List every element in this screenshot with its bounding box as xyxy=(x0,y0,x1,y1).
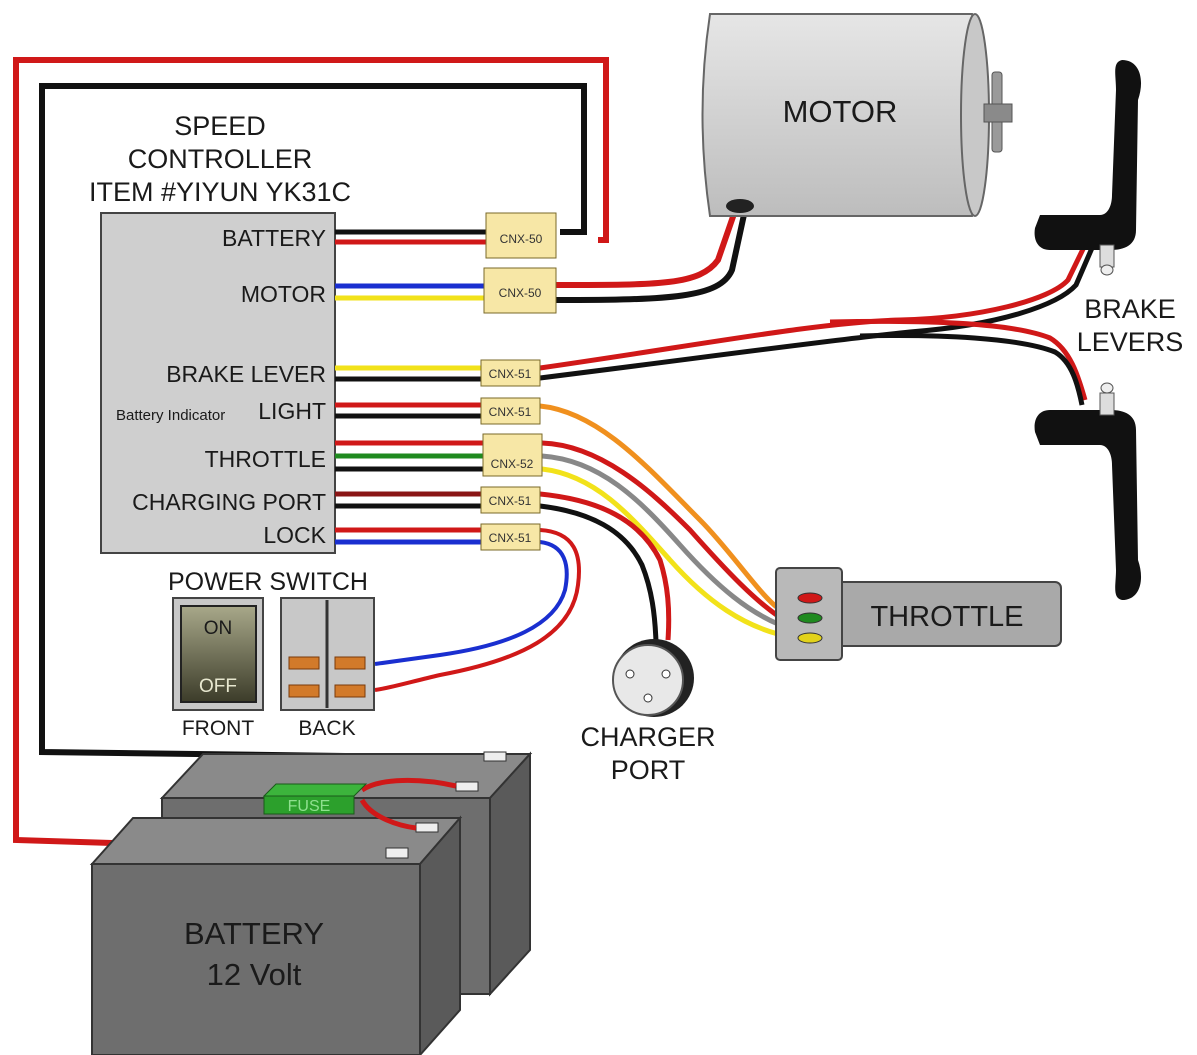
motor: MOTOR xyxy=(701,13,1013,217)
terminal-3 xyxy=(288,684,320,698)
fuse-label: FUSE xyxy=(288,798,331,815)
label-light: LIGHT xyxy=(258,398,326,424)
connector-battery: CNX-50 xyxy=(485,212,557,259)
brake-lever-lower xyxy=(1034,382,1142,600)
brake-black-lead-lower xyxy=(859,333,1085,406)
controller-title: SPEED CONTROLLER ITEM #YIYUN YK31C xyxy=(89,111,351,207)
lock-red-lead xyxy=(374,528,581,692)
label-battery: BATTERY xyxy=(222,225,326,251)
label-motor: MOTOR xyxy=(241,281,326,307)
connector-lock-label: CNX-51 xyxy=(489,531,532,545)
label-charging-port: CHARGING PORT xyxy=(132,489,326,515)
power-switch: POWER SWITCH ON OFF FRONT BACK xyxy=(168,568,375,740)
fuse: FUSE xyxy=(262,783,368,815)
charger-pin-3 xyxy=(643,693,653,703)
connector-motor-label: CNX-50 xyxy=(499,286,542,300)
indicator-green-icon xyxy=(797,612,823,624)
connector-charging-port: CNX-51 xyxy=(480,486,541,514)
fuse-red-wire-2 xyxy=(359,798,417,831)
light-orange-lead xyxy=(539,403,780,611)
terminal-1 xyxy=(288,656,320,670)
controller-title-line3: ITEM #YIYUN YK31C xyxy=(89,177,351,207)
motor-label: MOTOR xyxy=(783,94,898,129)
charger-pin-1 xyxy=(625,669,635,679)
connector-brake-lever-label: CNX-51 xyxy=(489,367,532,381)
brake-lever-upper xyxy=(1034,60,1142,276)
indicator-yellow-icon xyxy=(797,632,823,644)
motor-red-lead xyxy=(555,207,739,288)
charger-port: CHARGER PORT xyxy=(580,639,716,785)
label-lock: LOCK xyxy=(263,522,326,548)
connector-light: CNX-51 xyxy=(480,397,541,425)
charger-red-lead xyxy=(539,491,672,641)
connector-light-label: CNX-51 xyxy=(489,405,532,419)
label-battery-indicator: Battery Indicator xyxy=(116,407,225,424)
connector-throttle-label: CNX-52 xyxy=(491,457,534,471)
connector-lock: CNX-51 xyxy=(480,523,541,551)
brake-red-lead-lower xyxy=(829,318,1088,401)
black-battery-wire xyxy=(39,83,587,761)
throttle-gray-lead xyxy=(541,453,779,627)
charger-port-face xyxy=(612,644,684,716)
brake-levers: BRAKE LEVERS xyxy=(1034,60,1184,600)
controller-box xyxy=(100,212,336,554)
battery-label-line1: BATTERY xyxy=(184,916,324,951)
motor-shaft xyxy=(983,103,1013,123)
terminal-4 xyxy=(334,684,366,698)
controller-title-line1: SPEED xyxy=(174,111,266,141)
switch-on-label: ON xyxy=(204,618,233,639)
battery-label-line2: 12 Volt xyxy=(207,957,302,992)
red-battery-wire xyxy=(13,57,609,855)
charger-port-label-line2: PORT xyxy=(611,755,686,785)
motor-black-lead xyxy=(555,209,748,303)
motor-wire-grommet xyxy=(726,199,754,213)
terminal-2 xyxy=(334,656,366,670)
battery-front: BATTERY 12 Volt xyxy=(89,815,463,1055)
power-switch-title: POWER SWITCH xyxy=(168,568,368,596)
throttle-red-lead xyxy=(541,440,780,619)
terminal-rear-pos xyxy=(455,781,479,792)
terminal-rear-neg xyxy=(483,751,507,762)
terminal-front-pos xyxy=(385,847,409,859)
connector-charging-port-label: CNX-51 xyxy=(489,494,532,508)
controller-labels: BATTERY MOTOR BRAKE LEVER Battery Indica… xyxy=(116,225,327,548)
charger-port-label-line1: CHARGER xyxy=(580,722,715,752)
brake-levers-label-line2: LEVERS xyxy=(1077,327,1184,357)
connector-brake-lever: CNX-51 xyxy=(480,359,541,387)
connectors: CNX-50 CNX-50 CNX-51 CNX-51 CNX-52 CNX-5… xyxy=(480,212,557,551)
controller-wires xyxy=(335,229,488,545)
power-switch-back: BACK xyxy=(280,597,375,740)
brake-black-lead-upper xyxy=(539,247,1095,381)
terminal-front-neg xyxy=(415,822,439,833)
controller-title-line2: CONTROLLER xyxy=(128,144,313,174)
connector-battery-label: CNX-50 xyxy=(500,232,543,246)
label-brake-lever: BRAKE LEVER xyxy=(166,361,326,387)
battery-supply-wires xyxy=(13,57,609,855)
charger-black-lead xyxy=(539,503,659,643)
batteries: BATTERY 12 Volt FUSE xyxy=(89,751,533,1055)
switch-front-label: FRONT xyxy=(182,717,254,740)
brake-red-lead-upper xyxy=(539,243,1088,371)
switch-back-label: BACK xyxy=(298,717,355,740)
throttle: THROTTLE xyxy=(775,567,1062,661)
throttle-label: THROTTLE xyxy=(870,601,1023,633)
switch-off-label: OFF xyxy=(199,676,237,697)
throttle-yellow-lead xyxy=(541,466,779,637)
fuse-red-wire-1 xyxy=(360,777,457,793)
charger-pin-2 xyxy=(661,669,671,679)
indicator-red-icon xyxy=(797,592,823,604)
rocker-switch xyxy=(180,605,257,703)
label-throttle: THROTTLE xyxy=(205,446,326,472)
lock-blue-lead xyxy=(374,540,569,666)
connector-motor: CNX-50 xyxy=(483,267,557,314)
power-switch-front: ON OFF FRONT xyxy=(172,597,264,740)
brake-levers-label-line1: BRAKE xyxy=(1084,294,1176,324)
connector-throttle: CNX-52 xyxy=(482,433,543,477)
component-wires xyxy=(374,207,1095,692)
